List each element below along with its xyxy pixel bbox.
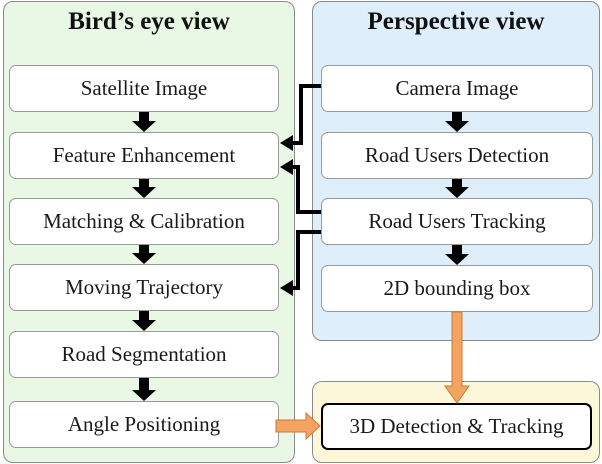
step-3d-detection-tracking: 3D Detection & Tracking (321, 403, 592, 450)
step-satellite-image: Satellite Image (9, 65, 279, 112)
step-camera-image: Camera Image (321, 65, 593, 112)
step-matching-calibration: Matching & Calibration (9, 198, 279, 245)
step-road-users-detection: Road Users Detection (321, 132, 593, 179)
perspective-title: Perspective view (367, 8, 545, 35)
step-road-segmentation: Road Segmentation (9, 331, 279, 378)
birds-eye-title: Bird’s eye view (68, 8, 230, 35)
step-angle-positioning: Angle Positioning (9, 401, 279, 448)
step-feature-enhancement: Feature Enhancement (9, 132, 279, 179)
step-road-users-tracking: Road Users Tracking (321, 198, 593, 245)
step-moving-trajectory: Moving Trajectory (9, 264, 279, 311)
step-2d-bounding-box: 2D bounding box (321, 265, 593, 312)
